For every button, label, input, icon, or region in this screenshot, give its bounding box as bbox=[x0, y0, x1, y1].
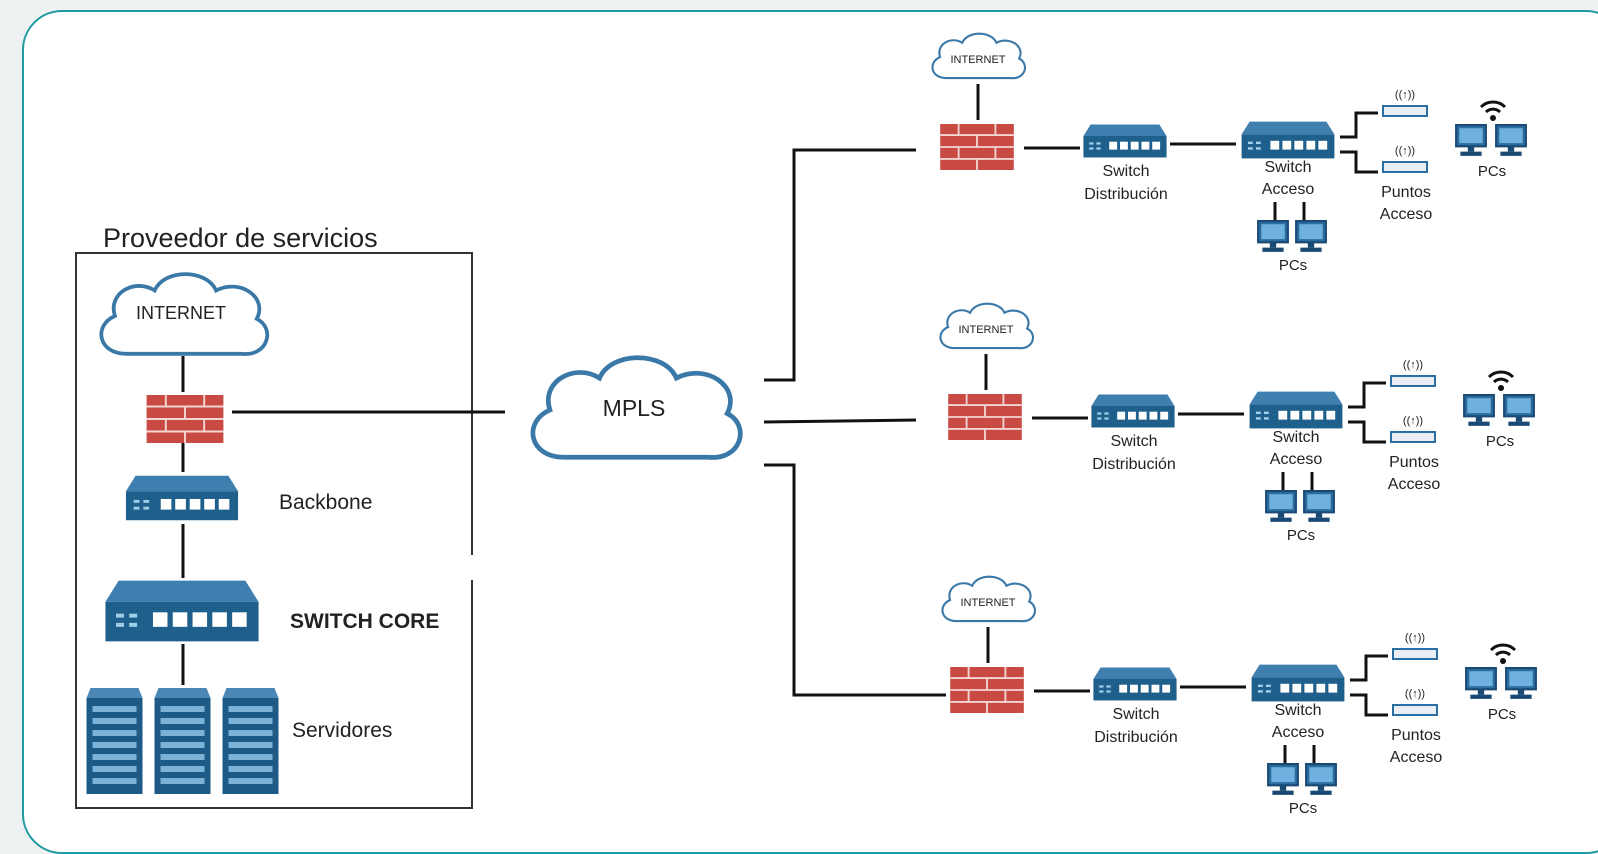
server-icon bbox=[86, 688, 143, 794]
distribution-label-2: Distribución bbox=[1092, 456, 1176, 473]
branch-firewall-icon bbox=[949, 667, 1025, 713]
backbone-label: Backbone bbox=[279, 491, 372, 514]
access-point-icon bbox=[1382, 88, 1428, 117]
access-label-2: Acceso bbox=[1270, 451, 1323, 468]
access-switch-icon bbox=[1241, 121, 1335, 159]
distribution-switch-icon bbox=[1091, 394, 1175, 428]
distribution-label-2: Distribución bbox=[1084, 186, 1168, 203]
pc-icon bbox=[1302, 490, 1336, 524]
distribution-label-1: Switch bbox=[1110, 433, 1157, 450]
branch-firewall-icon bbox=[947, 394, 1023, 440]
branch-site: INTERNETSwitchDistribuciónSwitchAccesoPC… bbox=[931, 32, 1528, 274]
provider-firewall-icon bbox=[145, 395, 225, 443]
pc-icon bbox=[1294, 220, 1328, 254]
provider-box bbox=[75, 252, 473, 809]
pc-icon bbox=[1304, 763, 1338, 797]
access-point-icon bbox=[1382, 144, 1428, 173]
distribution-switch-icon bbox=[1093, 667, 1177, 701]
wifi-icon bbox=[1487, 370, 1515, 392]
pcs-wifi-label: PCs bbox=[1486, 433, 1514, 450]
pcs-below-label: PCs bbox=[1287, 527, 1315, 544]
branches: INTERNETSwitchDistribuciónSwitchAccesoPC… bbox=[931, 32, 1538, 817]
access-points-label-1: Puntos bbox=[1391, 727, 1441, 744]
branch-firewall-icon bbox=[939, 124, 1015, 170]
pc-icon bbox=[1266, 763, 1300, 797]
access-point-icon bbox=[1392, 631, 1438, 660]
pc-icon bbox=[1502, 394, 1536, 428]
pc-icon bbox=[1256, 220, 1290, 254]
pc-icon bbox=[1464, 667, 1498, 701]
branch-site: INTERNETSwitchDistribuciónSwitchAccesoPC… bbox=[941, 575, 1538, 817]
distribution-switch-icon bbox=[1083, 124, 1167, 158]
backbone-switch-icon bbox=[125, 475, 239, 521]
access-point-icon bbox=[1392, 687, 1438, 716]
access-points-label-2: Acceso bbox=[1380, 206, 1433, 223]
access-points-label-1: Puntos bbox=[1381, 184, 1431, 201]
access-points-label-1: Puntos bbox=[1389, 454, 1439, 471]
branch-site: INTERNETSwitchDistribuciónSwitchAccesoPC… bbox=[939, 302, 1536, 544]
pc-icon bbox=[1504, 667, 1538, 701]
pc-icon bbox=[1454, 124, 1488, 158]
pc-icon bbox=[1462, 394, 1496, 428]
wifi-icon bbox=[1479, 100, 1507, 122]
access-label-1: Switch bbox=[1274, 702, 1321, 719]
access-switch-icon bbox=[1249, 391, 1343, 429]
distribution-label-1: Switch bbox=[1112, 706, 1159, 723]
pcs-wifi-label: PCs bbox=[1488, 706, 1516, 723]
access-point-icon bbox=[1390, 358, 1436, 387]
access-points-label-2: Acceso bbox=[1390, 749, 1443, 766]
access-points-label-2: Acceso bbox=[1388, 476, 1441, 493]
wifi-icon bbox=[1489, 643, 1517, 665]
pcs-wifi-label: PCs bbox=[1478, 163, 1506, 180]
branch-internet-label: INTERNET bbox=[959, 324, 1014, 336]
access-switch-icon bbox=[1251, 664, 1345, 702]
access-label-1: Switch bbox=[1264, 159, 1311, 176]
access-label-2: Acceso bbox=[1272, 724, 1325, 741]
provider-title: Proveedor de servicios bbox=[103, 223, 378, 253]
server-icon bbox=[154, 688, 211, 794]
access-point-icon bbox=[1390, 414, 1436, 443]
core-switch-icon bbox=[105, 580, 259, 642]
branch-internet-label: INTERNET bbox=[961, 597, 1016, 609]
pcs-below-label: PCs bbox=[1289, 800, 1317, 817]
distribution-label-2: Distribución bbox=[1094, 729, 1178, 746]
mpls-label: MPLS bbox=[603, 395, 666, 421]
switch-core-label: SWITCH CORE bbox=[290, 610, 439, 633]
access-label-1: Switch bbox=[1272, 429, 1319, 446]
pcs-below-label: PCs bbox=[1279, 257, 1307, 274]
provider-group: Proveedor de servicios INTERNET Backbone… bbox=[75, 223, 476, 809]
servers-label: Servidores bbox=[292, 719, 392, 742]
server-icon bbox=[222, 688, 279, 794]
pc-icon bbox=[1264, 490, 1298, 524]
pc-icon bbox=[1494, 124, 1528, 158]
access-label-2: Acceso bbox=[1262, 181, 1315, 198]
distribution-label-1: Switch bbox=[1102, 163, 1149, 180]
provider-internet-label: INTERNET bbox=[136, 303, 226, 323]
branch-internet-label: INTERNET bbox=[951, 54, 1006, 66]
